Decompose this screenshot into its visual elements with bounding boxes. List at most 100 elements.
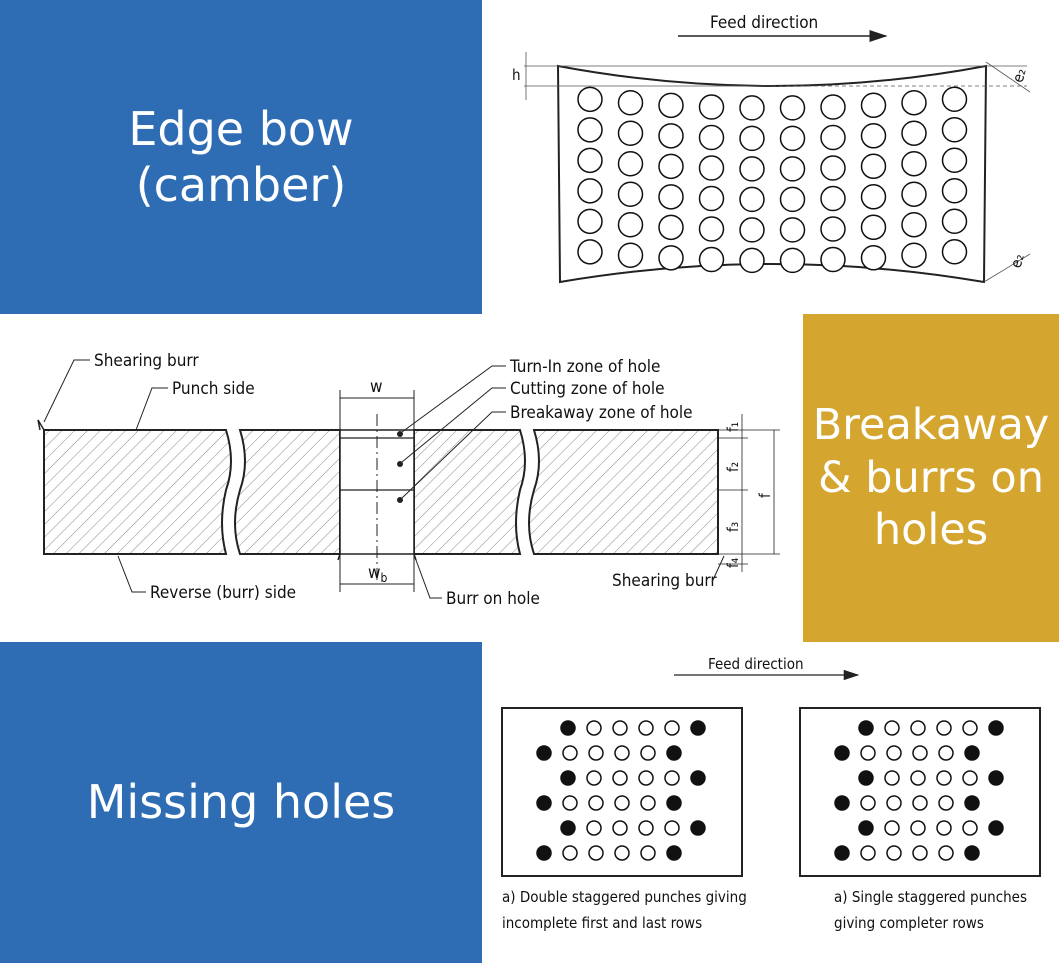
hole-grid <box>577 86 968 274</box>
hole <box>577 117 603 143</box>
edge-bow-label-line2: (camber) <box>135 158 347 212</box>
punched-hole <box>858 820 874 836</box>
hole <box>860 123 887 149</box>
hole <box>617 120 644 147</box>
hole <box>617 242 644 269</box>
hole <box>901 242 927 268</box>
wb-label: wb <box>368 563 388 585</box>
f-label: f <box>756 492 774 498</box>
open-hole <box>588 845 604 861</box>
stagger-diagram-panel: Feed direction a) Double staggered punch… <box>482 642 1059 963</box>
punched-hole <box>964 745 980 761</box>
open-hole <box>638 720 654 736</box>
open-hole <box>638 820 654 836</box>
punched-hole <box>560 820 576 836</box>
open-hole <box>962 770 978 786</box>
f2-label: f₂ <box>724 462 742 472</box>
open-hole <box>884 720 900 736</box>
hole <box>779 247 806 274</box>
open-hole <box>936 720 952 736</box>
hole <box>658 153 684 180</box>
hole <box>779 217 806 243</box>
turn-in-zone-label: Turn-In zone of hole <box>509 357 660 377</box>
hole <box>860 92 887 119</box>
hole <box>577 208 603 235</box>
w-label: w <box>370 377 383 397</box>
open-hole <box>614 845 630 861</box>
punched-hole <box>536 795 552 811</box>
open-hole <box>614 745 630 761</box>
punched-hole <box>988 720 1004 736</box>
e2-dimension-label-bottom: e₂ <box>1007 252 1028 270</box>
hole <box>577 239 603 265</box>
feed-direction-label-bottom: Feed direction <box>708 655 804 673</box>
hole <box>860 184 887 210</box>
hole <box>739 156 765 182</box>
open-hole <box>912 745 928 761</box>
hole <box>941 117 968 143</box>
open-hole <box>938 745 954 761</box>
camber-diagram: Feed direction h e₂ e₂ <box>512 13 1031 284</box>
open-hole <box>638 770 654 786</box>
missing-holes-label: Missing holes <box>86 775 396 830</box>
punched-hole <box>666 845 682 861</box>
hole <box>941 86 968 113</box>
punch-side-label: Punch side <box>172 379 255 399</box>
hole <box>820 94 846 120</box>
punched-hole <box>988 820 1004 836</box>
hole <box>820 124 846 151</box>
caption-a-line2: incomplete first and last rows <box>502 914 702 932</box>
sheet-section-2 <box>234 429 341 555</box>
open-hole <box>962 820 978 836</box>
punched-hole <box>560 720 576 736</box>
open-hole <box>640 845 656 861</box>
hole <box>901 211 927 238</box>
hole <box>941 147 968 174</box>
hole <box>820 155 846 181</box>
punched-hole <box>988 770 1004 786</box>
open-hole <box>884 820 900 836</box>
double-staggered-holes <box>536 720 706 861</box>
breakaway-label: Breakaway & burrs on holes <box>803 314 1059 642</box>
hole <box>739 186 765 213</box>
burr-diagram-panel: w wb f₁ f₂ f₃ f₄ f Shearing burr Punch s… <box>0 314 803 642</box>
hole <box>860 245 887 271</box>
open-hole <box>886 745 902 761</box>
caption-a-line1: a) Double staggered punches giving <box>502 888 747 906</box>
missing-holes-panel: Missing holes <box>0 642 482 963</box>
hole <box>941 208 968 235</box>
burr-on-hole-label: Burr on hole <box>446 589 540 609</box>
open-hole <box>936 820 952 836</box>
hole <box>739 95 765 121</box>
breakaway-label-line1: Breakaway <box>812 400 1050 451</box>
open-hole <box>664 770 680 786</box>
open-hole <box>884 770 900 786</box>
open-hole <box>640 795 656 811</box>
hole <box>860 153 887 180</box>
hole <box>941 239 968 265</box>
punched-hole <box>536 745 552 761</box>
open-hole <box>910 770 926 786</box>
f3-label: f₃ <box>724 522 742 532</box>
feed-direction-label-top: Feed direction <box>710 13 818 33</box>
open-hole <box>612 720 628 736</box>
open-hole <box>612 770 628 786</box>
open-hole <box>860 745 876 761</box>
open-hole <box>640 745 656 761</box>
open-hole <box>938 845 954 861</box>
hole <box>901 89 927 116</box>
open-hole <box>962 720 978 736</box>
open-hole <box>614 795 630 811</box>
sheet-section-3 <box>413 429 526 555</box>
punched-hole <box>690 720 706 736</box>
punched-hole <box>964 845 980 861</box>
hole <box>658 92 684 119</box>
open-hole <box>586 720 602 736</box>
open-hole <box>664 820 680 836</box>
open-hole <box>886 795 902 811</box>
sheet-section-4 <box>528 429 719 555</box>
punched-hole <box>560 770 576 786</box>
f4-label: f₄ <box>724 558 742 568</box>
breakaway-zone-label: Breakaway zone of hole <box>510 403 693 423</box>
single-staggered-holes <box>834 720 1004 861</box>
